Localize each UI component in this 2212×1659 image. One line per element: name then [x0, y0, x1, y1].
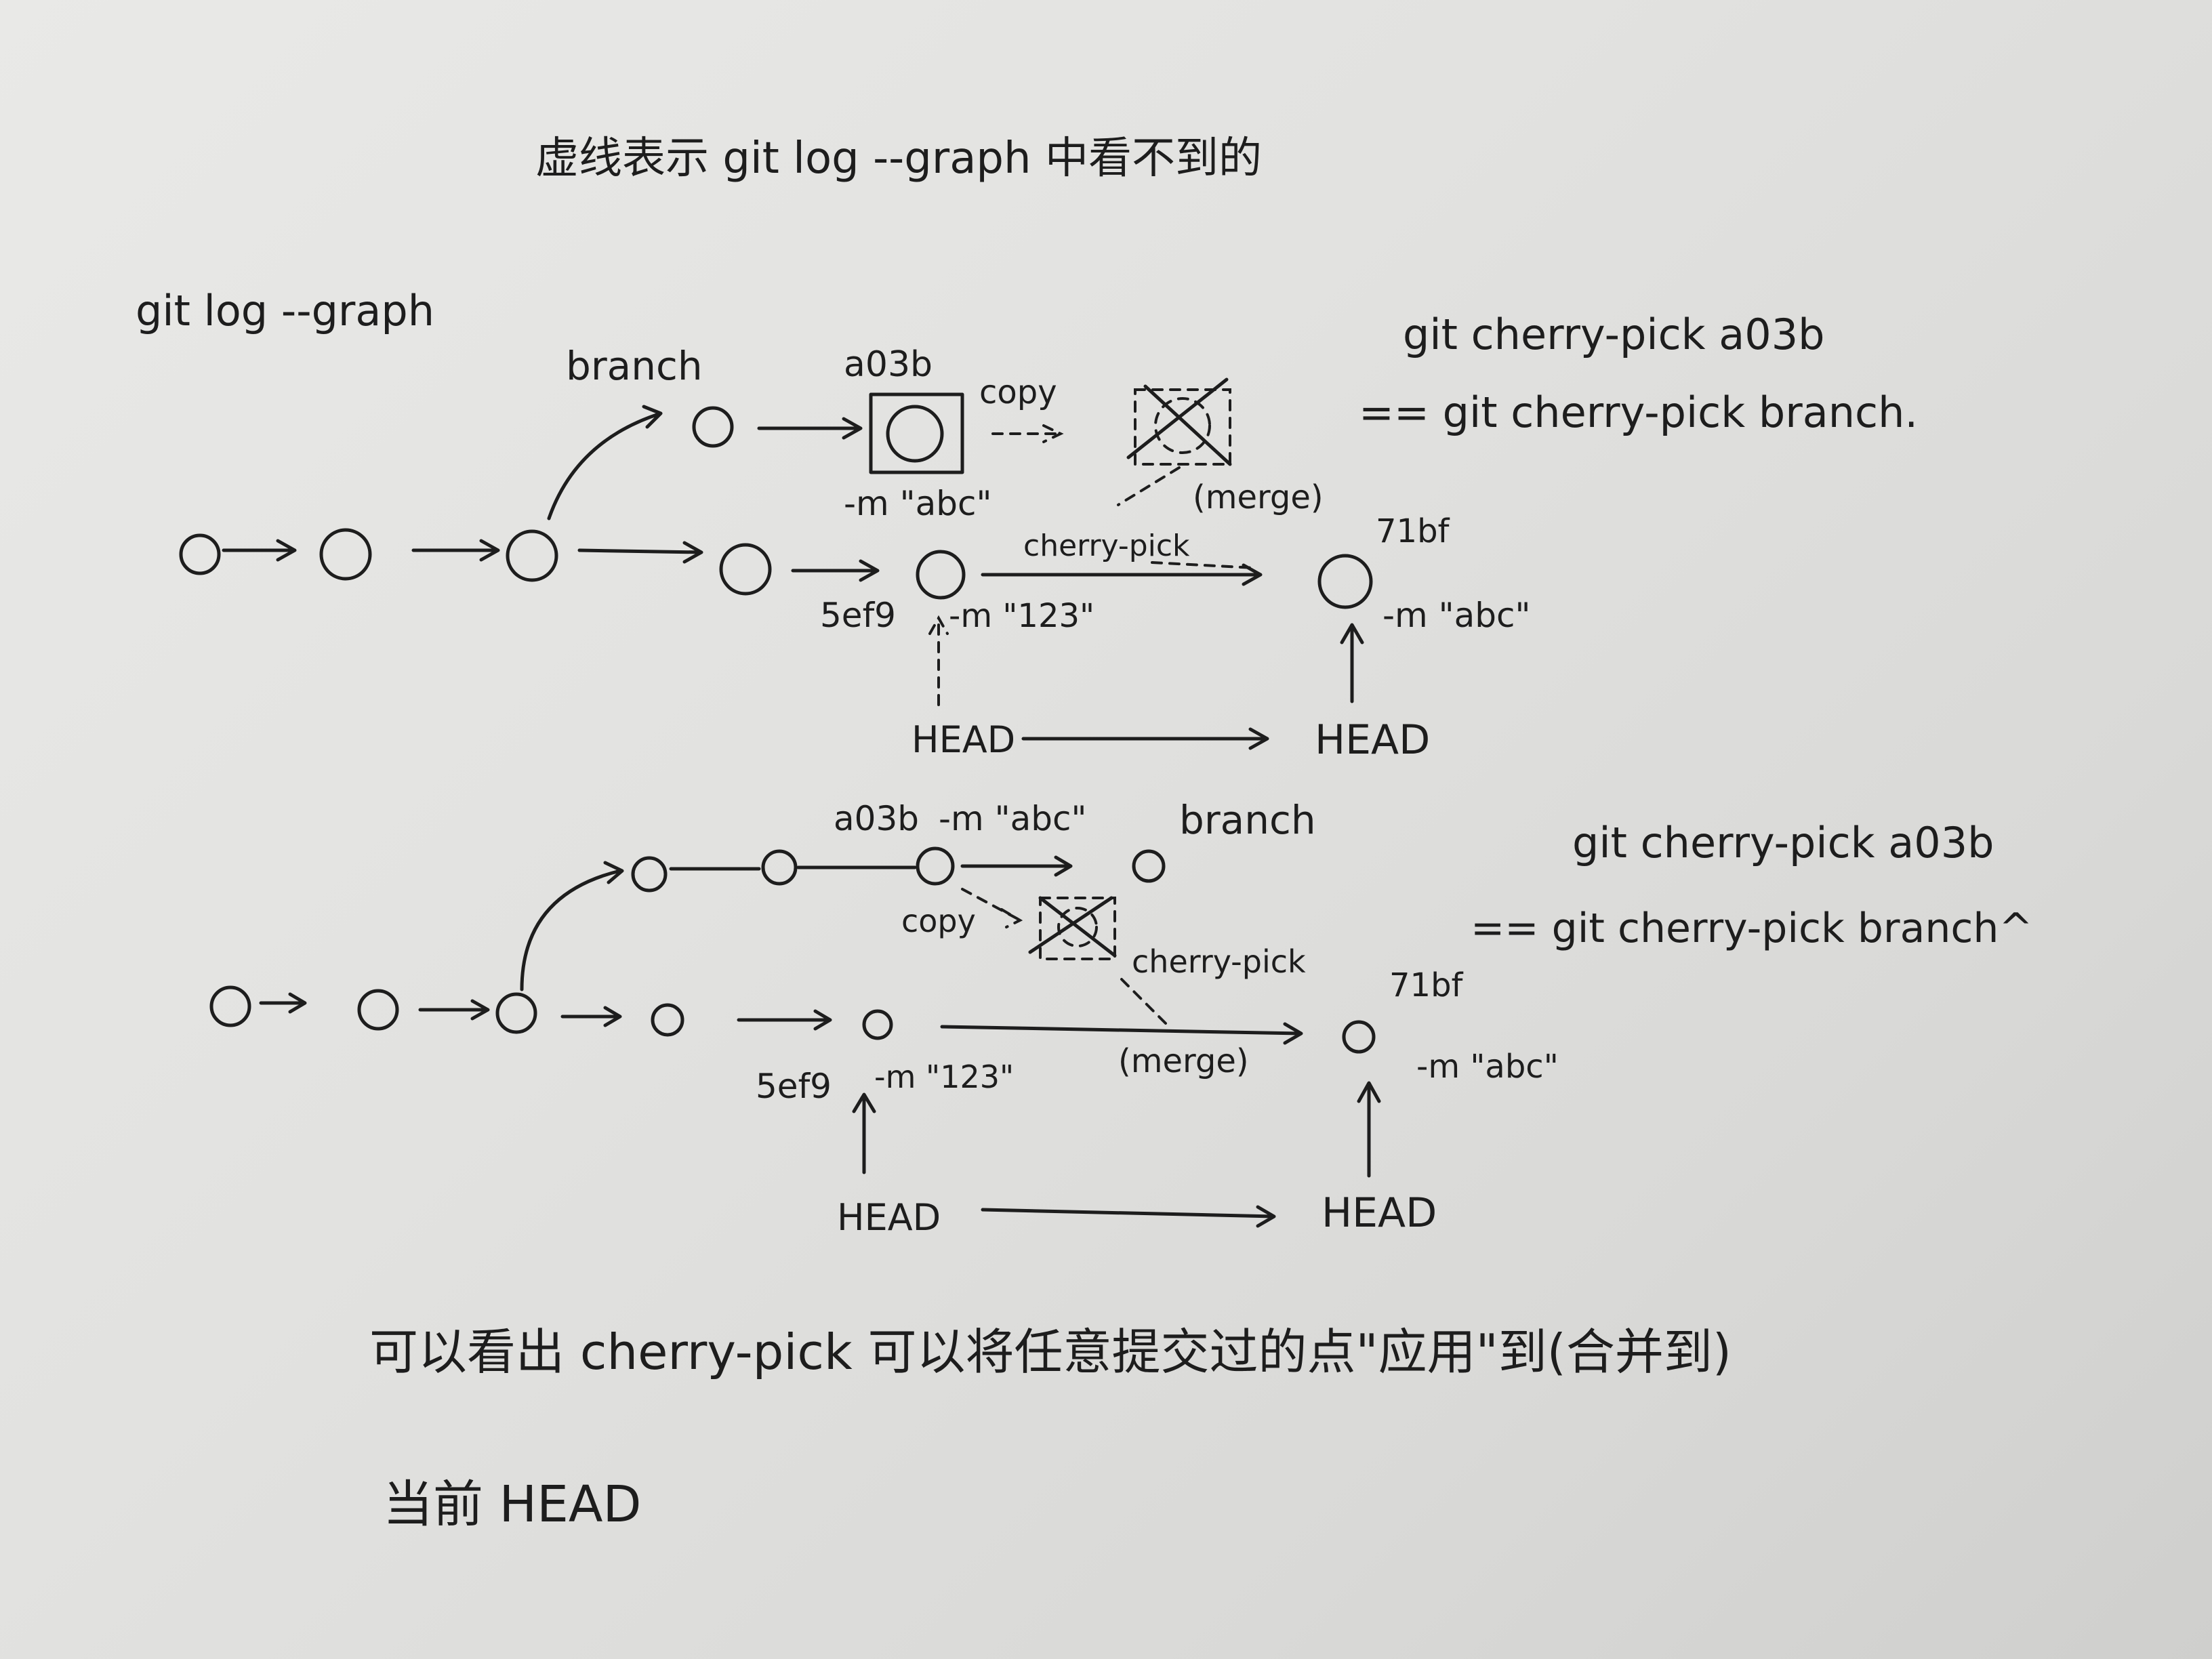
head-label-new: HEAD: [1322, 1189, 1437, 1237]
branch-label: branch: [1179, 797, 1316, 843]
commit-node: [651, 1003, 684, 1037]
commit-hash-a03b: a03b: [834, 799, 919, 838]
diagram-title: 虚线表示 git log --graph 中看不到的: [535, 134, 1262, 184]
branch-commit-node: [692, 406, 734, 448]
commit-node: [209, 985, 251, 1027]
commit-71bf-node: [1317, 554, 1373, 609]
commit-message-abc: -m "abc": [844, 484, 992, 523]
arrow: [577, 541, 703, 564]
new-commit-message: -m "abc": [1382, 596, 1531, 635]
commit-node: [179, 533, 221, 575]
head-label-old: HEAD: [912, 718, 1015, 761]
commit-a03b-node: [916, 846, 955, 886]
copy-label: copy: [901, 903, 976, 939]
commit-hash-a03b: a03b: [844, 344, 933, 385]
head-move-arrow: [1021, 727, 1269, 750]
commit-node: [719, 543, 772, 596]
head-move-arrow: [981, 1205, 1276, 1228]
old-head-pointer: [852, 1092, 876, 1174]
cross-mark: [1126, 377, 1232, 466]
head-label-new: HEAD: [1315, 716, 1430, 764]
commit-a03b-box: [869, 392, 964, 474]
commit-message-123: -m "123": [874, 1059, 1014, 1095]
copy-arrow: [961, 888, 1023, 928]
commit-71bf-node: [1342, 1020, 1376, 1054]
commit-node: [319, 528, 372, 581]
commit-5ef9-node: [862, 1009, 893, 1040]
conclusion-line-1: 可以看出 cherry-pick 可以将任意提交过的点"应用"到(合并到): [369, 1324, 1732, 1380]
arrow: [960, 855, 1073, 877]
arrow: [757, 417, 863, 440]
new-commit-message: -m "abc": [1416, 1048, 1559, 1086]
branch-arrow: [520, 861, 624, 991]
equivalence-line-2: == git cherry-pick branch^: [1471, 905, 2033, 952]
arrow: [411, 539, 500, 562]
commit-message-123: -m "123": [949, 597, 1094, 635]
commit-hash-71bf: 71bf: [1376, 512, 1450, 550]
branch-label: branch: [566, 343, 703, 389]
commit-hash-71bf: 71bf: [1389, 966, 1464, 1004]
git-log-graph-label: git log --graph: [136, 286, 434, 335]
discarded-commit-box: [1134, 388, 1231, 466]
cherry-pick-arrow: [940, 1022, 1303, 1045]
commit-message-abc: -m "abc": [939, 799, 1087, 838]
equivalence-line-2: == git cherry-pick branch.: [1359, 388, 1918, 437]
new-head-pointer: [1357, 1081, 1381, 1178]
discarded-commit-box: [1039, 897, 1116, 960]
cherry-pick-arrow: [981, 563, 1263, 586]
old-head-pointer: [928, 615, 949, 706]
branch-arrow: [547, 405, 663, 520]
branch-commit-node: [761, 849, 798, 886]
commit-node: [357, 989, 399, 1031]
merge-label: (merge): [1118, 1042, 1249, 1080]
cherry-pick-label: cherry-pick: [1132, 943, 1306, 980]
arrow: [737, 1009, 832, 1031]
commit-hash-5ef9: 5ef9: [820, 596, 896, 635]
copy-label: copy: [979, 373, 1057, 411]
arrow: [259, 992, 307, 1014]
arrow: [418, 999, 490, 1021]
branch-commit-node: [631, 856, 668, 893]
conclusion-line-2: 当前 HEAD: [383, 1475, 642, 1534]
cross-mark: [1028, 896, 1117, 958]
branch-head-node: [1132, 849, 1166, 883]
arrow: [560, 1006, 622, 1027]
head-label-old: HEAD: [837, 1196, 941, 1239]
arrow: [791, 559, 880, 582]
copy-arrow: [991, 424, 1064, 443]
commit-node: [506, 529, 558, 582]
commit-a03b-node: [886, 405, 944, 463]
commit-5ef9-node: [916, 550, 966, 600]
new-head-pointer: [1340, 623, 1364, 703]
commit-node: [495, 992, 537, 1034]
equivalence-line-1: git cherry-pick a03b: [1572, 818, 1994, 867]
commit-hash-5ef9: 5ef9: [756, 1067, 832, 1106]
arrow: [222, 539, 297, 562]
cherry-pick-label: cherry-pick: [1023, 529, 1190, 563]
equivalence-line-1: git cherry-pick a03b: [1403, 310, 1825, 359]
merge-label: (merge): [1193, 478, 1324, 516]
